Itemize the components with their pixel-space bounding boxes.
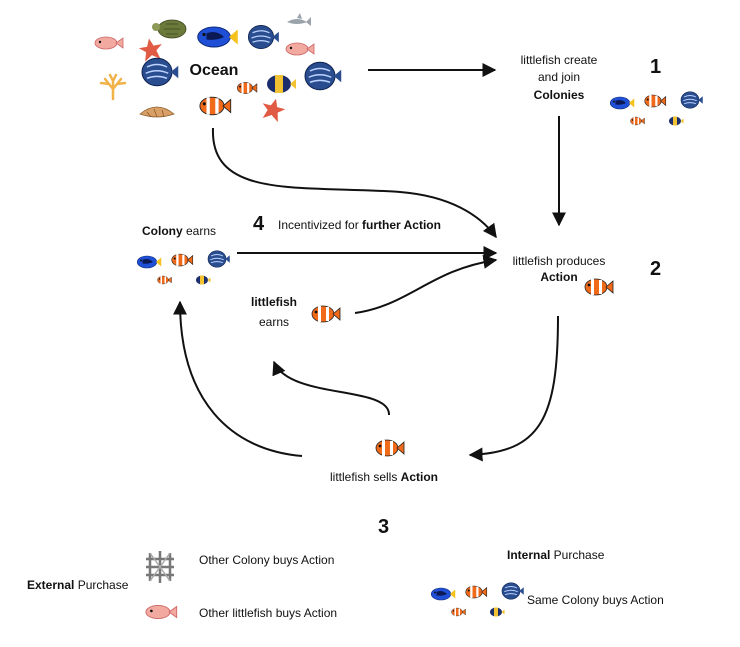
arrow-sells-to-littlefish-earns	[272, 360, 391, 416]
step3-label-pre: littlefish sells	[330, 470, 401, 484]
internal-purchase-bold: Internal	[507, 548, 550, 562]
turtle-icon	[152, 19, 187, 39]
internal-colony-label: Same Colony buys Action	[527, 593, 664, 607]
littlefish-earns-bold: littlefish	[251, 295, 297, 309]
external-purchase-label: External Purchase	[27, 578, 129, 592]
step4-label-bold: further Action	[362, 218, 441, 232]
arrow-produce-to-sells	[468, 315, 559, 462]
ocean-creatures-cluster	[94, 13, 342, 124]
step1-colonies: Colonies	[534, 88, 585, 102]
pink-fish-icon	[145, 604, 178, 620]
step3-label-bold: Action	[401, 470, 438, 484]
yellow-angelfish-icon	[267, 75, 296, 93]
step1-line2: and join	[538, 70, 580, 84]
arrow-sells-to-colony-earns	[173, 300, 303, 457]
internal-purchase-rest: Purchase	[550, 548, 604, 562]
step4-label: Incentivized for further Action	[278, 218, 441, 232]
arrow-ocean-to-produce	[211, 127, 497, 239]
internal-purchase-label: Internal Purchase	[507, 548, 605, 562]
angelfish-icon	[247, 24, 280, 50]
step1-number: 1	[650, 56, 661, 78]
clownfish-icon	[311, 305, 341, 323]
same-colony-fish-icon	[431, 583, 524, 617]
external-littlefish-label: Other littlefish buys Action	[199, 606, 337, 620]
step1-line1: littlefish create	[521, 53, 598, 67]
clownfish-icon	[199, 96, 232, 116]
shark-icon	[287, 13, 311, 26]
colony-earns-label: Colony earns	[142, 224, 216, 238]
step4-number: 4	[253, 213, 265, 235]
angelfish-icon	[141, 57, 179, 87]
colony-earns-fish-icon	[137, 251, 230, 285]
pink-fish-icon	[94, 36, 124, 50]
step2-number: 2	[650, 258, 661, 280]
external-colony-label: Other Colony buys Action	[199, 553, 334, 567]
step4-label-pre: Incentivized for	[278, 218, 362, 232]
starfish-icon	[259, 95, 288, 124]
step3-number: 3	[378, 516, 389, 538]
clownfish-icon	[375, 439, 405, 457]
shell-icon	[139, 106, 175, 118]
step2-line1: littlefish produces	[513, 254, 606, 268]
step2-action: Action	[540, 270, 577, 284]
colony-fish-cluster-icon	[610, 92, 703, 126]
clownfish-icon	[584, 278, 614, 296]
ocean-label: Ocean	[190, 62, 239, 79]
colony-earns-rest: earns	[183, 224, 216, 238]
angelfish-icon	[304, 61, 342, 91]
clownfish-icon	[236, 82, 258, 94]
colony-earns-bold: Colony	[142, 224, 183, 238]
arrow-littlefish-earns-to-produce	[354, 254, 498, 314]
step3-label: littlefish sells Action	[330, 470, 438, 484]
coral-icon	[99, 73, 127, 101]
external-purchase-bold: External	[27, 578, 74, 592]
external-purchase-rest: Purchase	[74, 578, 128, 592]
blue-tang-icon	[197, 26, 239, 48]
colony-structure-icon	[146, 551, 174, 583]
pink-fish-icon	[285, 42, 315, 56]
littlefish-earns-rest: earns	[259, 315, 289, 329]
